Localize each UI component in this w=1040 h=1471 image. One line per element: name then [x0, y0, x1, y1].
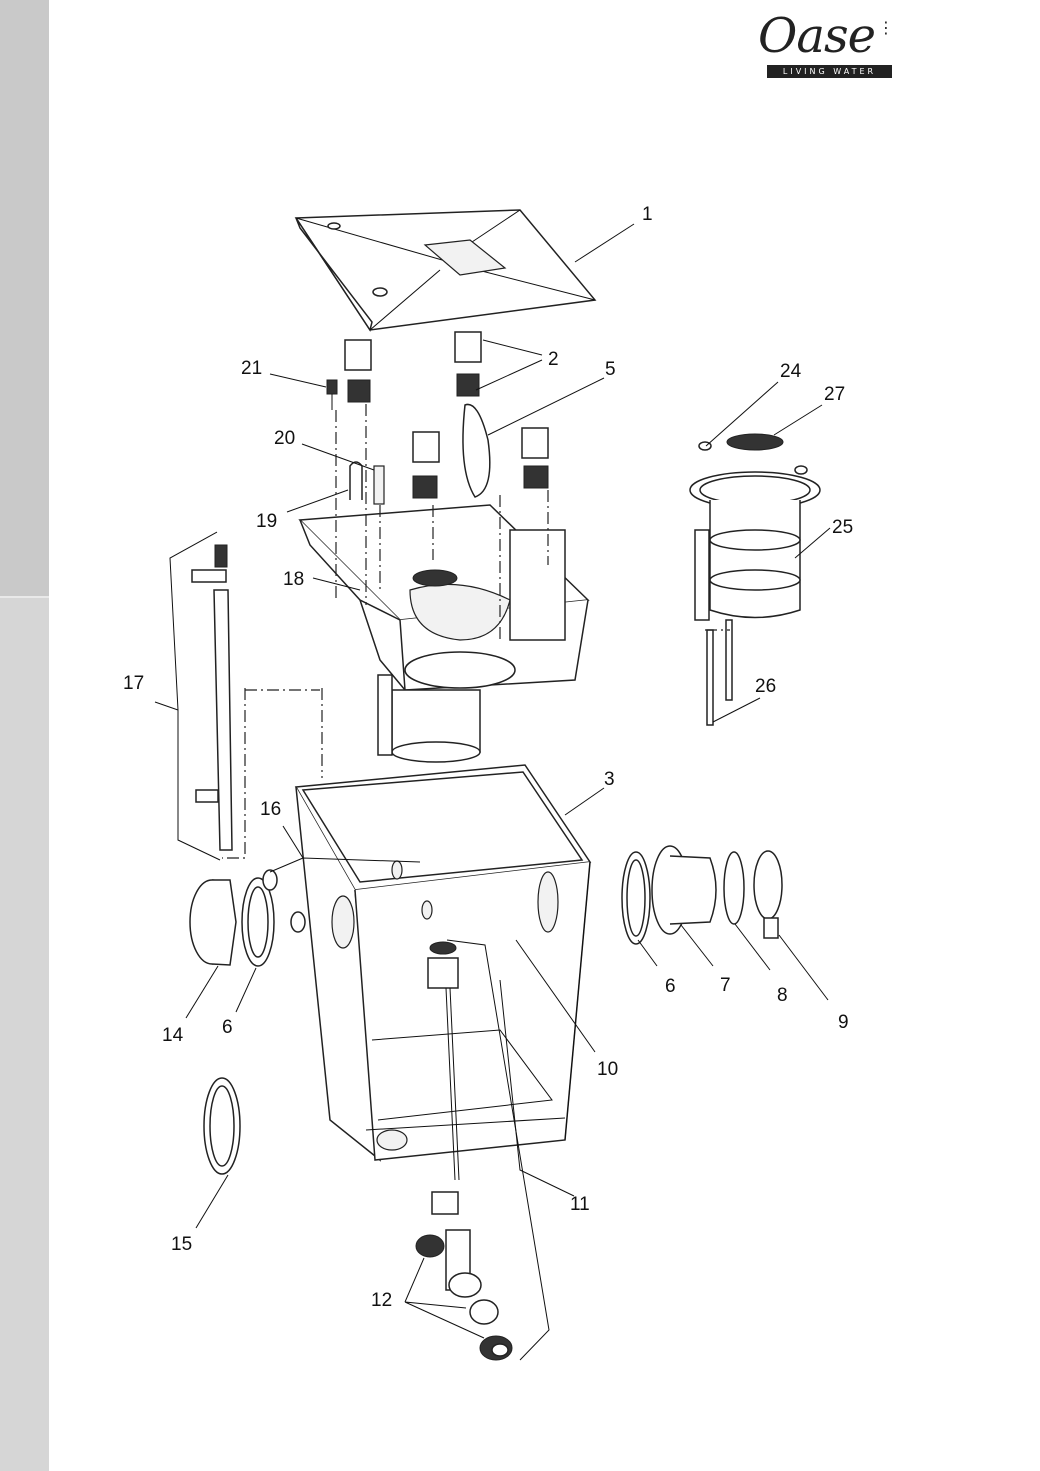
label-part-1: 1: [642, 204, 653, 225]
label-part-9: 9: [838, 1012, 849, 1033]
label-part-5: 5: [605, 359, 616, 380]
part-drain-valve: [415, 1229, 513, 1361]
part-number-labels: 1 2 5 21 20 19 18 24 27 25 26 17 3 16 6 …: [123, 204, 853, 1311]
part-tray-pipe: [377, 674, 481, 763]
label-part-27: 27: [824, 384, 845, 405]
label-part-14: 14: [162, 1025, 184, 1046]
label-part-24: 24: [780, 361, 802, 382]
label-part-2: 2: [548, 349, 559, 370]
part-right-fittings: [621, 845, 783, 945]
oase-logo: Oase ⋮ LIVING WATER: [752, 8, 912, 84]
part-left-fittings: [189, 869, 306, 1175]
label-part-20: 20: [274, 428, 295, 449]
label-part-8: 8: [777, 985, 788, 1006]
label-part-7: 7: [720, 975, 731, 996]
part-lid: [294, 209, 597, 332]
label-part-6-left: 6: [222, 1017, 233, 1038]
assembly-lines: [222, 404, 730, 859]
label-part-6-right: 6: [665, 976, 676, 997]
label-part-26: 26: [755, 676, 776, 697]
label-part-15: 15: [171, 1234, 192, 1255]
label-part-16: 16: [260, 799, 281, 820]
part-hose: [191, 544, 233, 851]
label-part-11: 11: [570, 1194, 590, 1215]
part-flap: [462, 403, 491, 498]
label-part-18: 18: [283, 569, 304, 590]
label-part-19: 19: [256, 511, 277, 532]
label-part-25: 25: [832, 517, 853, 538]
label-part-12: 12: [371, 1290, 392, 1311]
label-part-3: 3: [604, 769, 615, 790]
label-part-17: 17: [123, 673, 144, 694]
leader-lines: [154, 223, 831, 1361]
side-tab-bar: [0, 0, 49, 1471]
part-drain-rod: [427, 941, 460, 1215]
part-filter-insert: [689, 433, 821, 726]
label-part-10: 10: [597, 1059, 618, 1080]
logo-tagline: LIVING WATER: [767, 65, 892, 78]
side-tab-active: [0, 0, 49, 598]
part-clips: [344, 331, 549, 499]
part-filter-tray: [298, 504, 590, 691]
water-drops-icon: ⋮: [878, 18, 894, 37]
logo-wordmark: Oase: [758, 8, 876, 64]
label-part-21: 21: [241, 358, 262, 379]
part-container: [294, 764, 592, 1162]
